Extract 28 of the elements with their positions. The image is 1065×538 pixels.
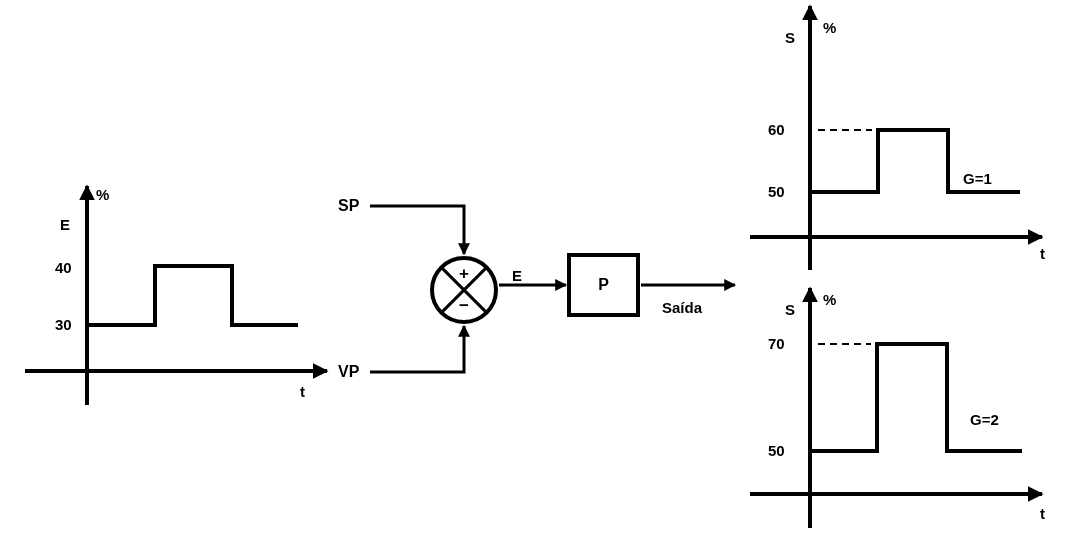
- process-block: P: [567, 253, 640, 317]
- arrow: [499, 279, 568, 291]
- tick-label: 70: [768, 336, 785, 352]
- gain-label: G=2: [970, 412, 999, 428]
- tick-label: 50: [768, 184, 785, 200]
- tick-label: 50: [768, 443, 785, 459]
- axis-label: E: [60, 217, 70, 233]
- sign-label: +: [458, 266, 470, 282]
- tick-label: 30: [55, 317, 72, 333]
- arrow: [370, 204, 470, 256]
- sign-label: −: [458, 298, 470, 314]
- arrow: [641, 279, 737, 291]
- axis-label: S: [785, 302, 795, 318]
- axis-label: t: [1040, 506, 1045, 522]
- tick-label: 40: [55, 260, 72, 276]
- signal-label: VP: [338, 363, 368, 381]
- axis-label: %: [823, 292, 837, 308]
- signal-label: SP: [338, 197, 368, 215]
- axis-label: S: [785, 30, 795, 46]
- gain-label: G=1: [963, 171, 992, 187]
- edge-label: Saída: [662, 300, 703, 316]
- axis-label: t: [300, 384, 305, 400]
- tick-label: 60: [768, 122, 785, 138]
- edge-label: E: [512, 268, 522, 284]
- axis-label: %: [823, 20, 837, 36]
- arrow: [370, 324, 470, 374]
- axis-label: %: [96, 187, 110, 203]
- axis-label: t: [1040, 246, 1045, 262]
